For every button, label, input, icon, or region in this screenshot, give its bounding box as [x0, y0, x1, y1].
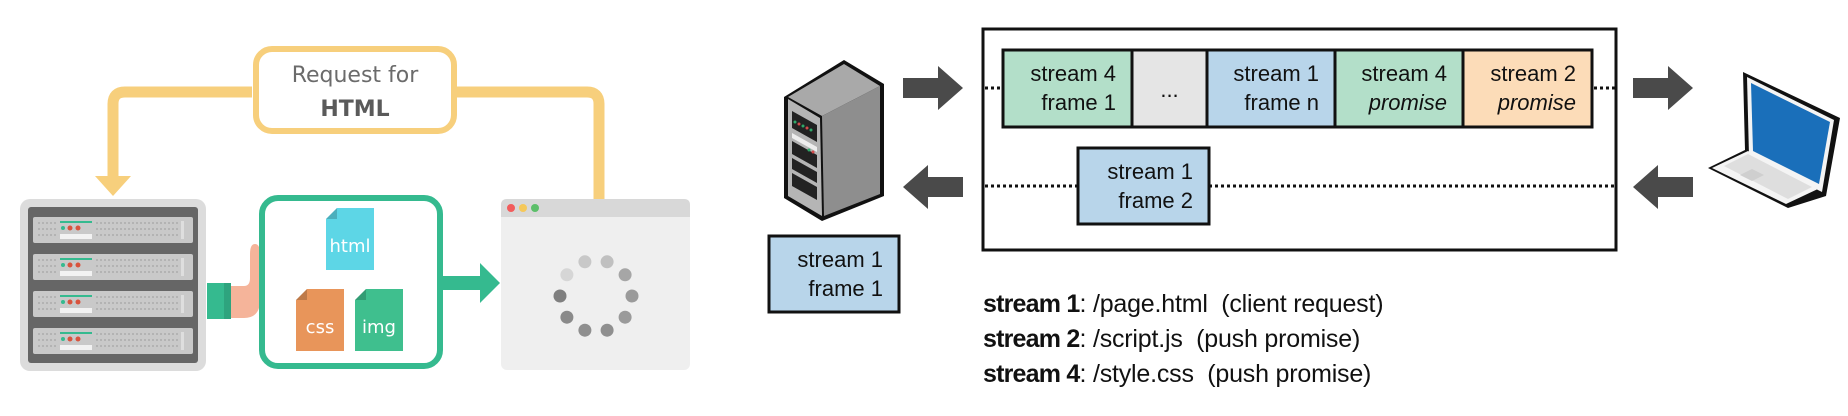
arrow-right-icon	[1633, 66, 1693, 110]
legend-stream: stream 1	[983, 290, 1080, 318]
spinner-dot	[618, 310, 632, 324]
frame-type-label: frame 1	[808, 276, 883, 301]
server-tower-icon	[784, 60, 884, 221]
legend-stream: stream 4	[983, 360, 1080, 388]
rack-unit	[33, 217, 193, 243]
push-arrow-icon	[440, 263, 500, 303]
legend-note: (push promise)	[1207, 360, 1372, 388]
document-label: css	[306, 317, 335, 338]
frame-type-label: frame 2	[1118, 188, 1193, 213]
frame-stream-label: stream 2	[1490, 61, 1576, 86]
rack-unit	[33, 328, 193, 354]
browser-window-icon	[501, 199, 690, 370]
server-rack-icon	[20, 199, 206, 371]
server-frame: stream 1 frame 1	[767, 234, 901, 314]
document-label: img	[362, 317, 396, 338]
spinner-dot	[578, 323, 592, 337]
outbound-frame: stream 2 promise	[1461, 48, 1594, 129]
spinner-dot	[618, 268, 632, 282]
outbound-frame: ...	[1130, 48, 1209, 129]
outbound-frame: stream 4 promise	[1333, 48, 1465, 129]
document-html-icon: html	[326, 208, 374, 270]
legend-row-stream-4: stream 4: /style.css (push promise)	[983, 360, 1372, 388]
spinner-dot	[560, 268, 574, 282]
legend-row-stream-2: stream 2: /script.js (push promise)	[983, 325, 1361, 353]
inbound-frame: stream 1 frame 2	[1076, 146, 1211, 226]
rack-unit	[33, 254, 193, 280]
arrow-right-icon	[903, 66, 963, 110]
frame-stream-label: stream 1	[1107, 159, 1193, 184]
legend-note: (push promise)	[1196, 325, 1361, 353]
spinner-dot	[553, 289, 567, 303]
arrow-left-icon	[1633, 165, 1693, 209]
laptop-icon	[1708, 72, 1840, 208]
request-path	[95, 86, 605, 200]
spinner-dot	[600, 255, 614, 269]
spinner-dot	[578, 255, 592, 269]
frame-ellipsis: ...	[1160, 77, 1178, 102]
legend-stream: stream 2	[983, 325, 1080, 353]
spinner-dot	[560, 310, 574, 324]
frame-type-label: frame n	[1244, 90, 1319, 115]
frame-stream-label: stream 1	[797, 247, 883, 272]
document-label: html	[329, 236, 370, 257]
window-control-dot	[519, 204, 527, 212]
window-control-dot	[531, 204, 539, 212]
legend-row-stream-1: stream 1: /page.html (client request)	[983, 290, 1384, 318]
frame-stream-label: stream 1	[1233, 61, 1319, 86]
spinner-dot	[600, 323, 614, 337]
window-control-dot	[507, 204, 515, 212]
outbound-frame: stream 4 frame 1	[1001, 48, 1134, 129]
legend-path: /page.html	[1092, 290, 1208, 318]
outbound-frame: stream 1 frame n	[1205, 48, 1337, 129]
arrow-left-icon	[903, 165, 963, 209]
loading-spinner-icon	[553, 255, 639, 337]
request-label-box: Request for HTML	[253, 46, 457, 134]
frame-type-label: promise	[1497, 90, 1576, 115]
spinner-dot	[625, 289, 639, 303]
blocking-hand-icon	[207, 244, 260, 319]
frame-stream-label: stream 4	[1030, 61, 1116, 86]
request-label-line1: Request for	[292, 63, 420, 88]
document-css-icon: css	[296, 289, 344, 351]
rack-unit	[33, 291, 193, 317]
frame-stream-label: stream 4	[1361, 61, 1447, 86]
legend-path: /style.css	[1092, 360, 1194, 388]
document-img-icon: img	[355, 289, 403, 351]
frame-type-label: frame 1	[1041, 90, 1116, 115]
request-label-line2: HTML	[320, 97, 389, 122]
request-arrowhead-icon	[95, 176, 131, 196]
legend-note: (client request)	[1221, 290, 1384, 318]
legend-path: /script.js	[1092, 325, 1183, 353]
frame-type-label: promise	[1368, 90, 1447, 115]
